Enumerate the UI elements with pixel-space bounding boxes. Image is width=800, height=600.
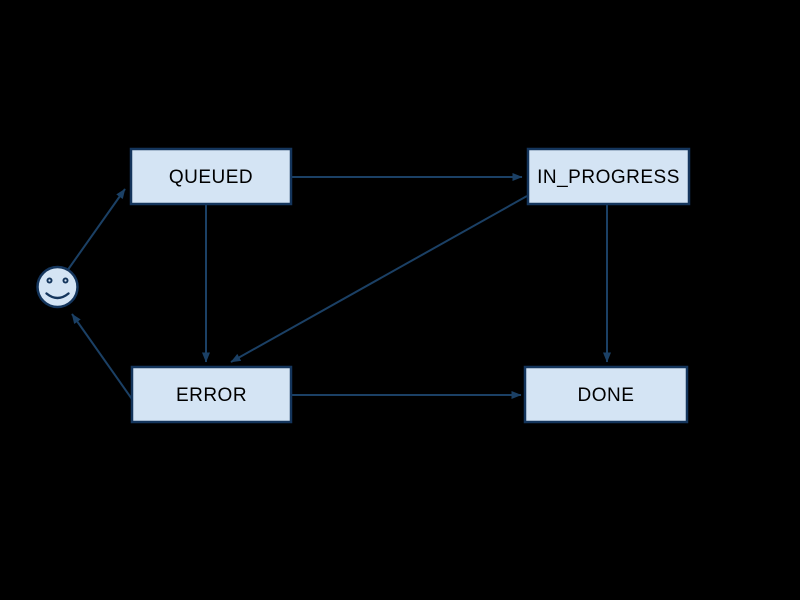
- smiley-right-eye-dot: [64, 279, 67, 282]
- error-box: [130, 365, 293, 424]
- in-progress-box: [526, 147, 691, 206]
- done-box: [523, 365, 689, 424]
- smiley-left-eye-dot: [48, 279, 51, 282]
- error-label: ERROR: [176, 385, 247, 406]
- state-node-in-progress: IN_PROGRESS: [526, 147, 691, 206]
- start-state-smiley-icon: [36, 265, 79, 309]
- smiley-mouth: [45, 292, 70, 300]
- state-node-done: DONE: [523, 365, 689, 424]
- smiley-face-circle: [36, 265, 79, 309]
- done-label: DONE: [578, 385, 635, 406]
- edge-in-progress-to-error: [230, 195, 528, 363]
- state-node-queued: QUEUED: [129, 147, 293, 206]
- in-progress-label: IN_PROGRESS: [537, 167, 680, 188]
- queued-label: QUEUED: [169, 167, 253, 188]
- queued-box: [129, 147, 293, 206]
- edge-error-to-start: [71, 313, 135, 403]
- edge-start-to-queued: [66, 188, 126, 272]
- state-node-error: ERROR: [130, 365, 293, 424]
